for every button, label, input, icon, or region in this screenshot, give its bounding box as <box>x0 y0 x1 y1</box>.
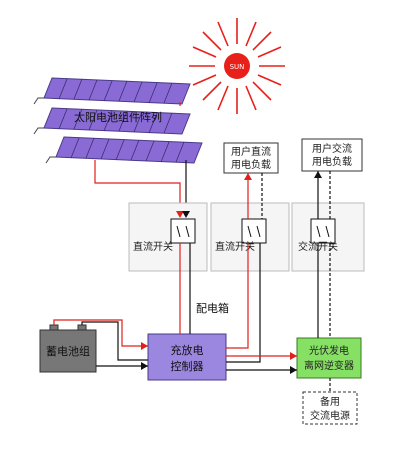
solar-panel <box>33 107 191 135</box>
sun-label: SUN <box>230 63 245 71</box>
solar-array <box>33 77 203 164</box>
controller-label-line1: 充放电 <box>171 343 204 357</box>
dc-load-box <box>223 142 279 174</box>
ac-load-wiring <box>317 171 331 219</box>
switch-icon <box>310 218 336 244</box>
ac-load-label-line1: 用户交流 <box>312 142 352 155</box>
backup-label-line2: 交流电源 <box>310 409 350 422</box>
ac-load-box <box>301 138 363 172</box>
switch-icon <box>241 218 267 244</box>
battery-terminal <box>77 324 87 331</box>
controller-label-line2: 控制器 <box>171 359 204 373</box>
arrowheads <box>141 171 322 374</box>
inverter-label-line1: 光伏发电 <box>309 344 349 357</box>
switch-icon <box>170 218 196 244</box>
sun-icon <box>189 18 285 114</box>
distribution-box-label: 配电箱 <box>196 301 229 315</box>
battery-label: 蓄电池组 <box>46 344 90 358</box>
solar-panel <box>45 136 203 164</box>
inverter-label-line2: 离网逆变器 <box>304 359 354 372</box>
backup-label-line1: 备用 <box>320 395 340 408</box>
dc-switch-label-1: 直流开关 <box>133 240 173 253</box>
backup-ac-power <box>302 391 358 425</box>
battery-terminal <box>49 324 59 331</box>
dc-load-wiring <box>247 173 263 219</box>
charge-controller <box>147 333 227 381</box>
dc-load-label-line2: 用电负载 <box>231 158 271 171</box>
dc-load-label-line1: 用户直流 <box>231 145 271 158</box>
dc-switch-label-2: 直流开关 <box>215 240 255 253</box>
battery-bank <box>39 329 97 373</box>
solar-panel <box>33 77 191 105</box>
solar-array-label: 太阳电池组件阵列 <box>74 110 162 124</box>
main-wiring <box>53 243 331 392</box>
ac-load-label-line2: 用电负载 <box>312 155 352 168</box>
off-grid-inverter <box>296 337 362 379</box>
